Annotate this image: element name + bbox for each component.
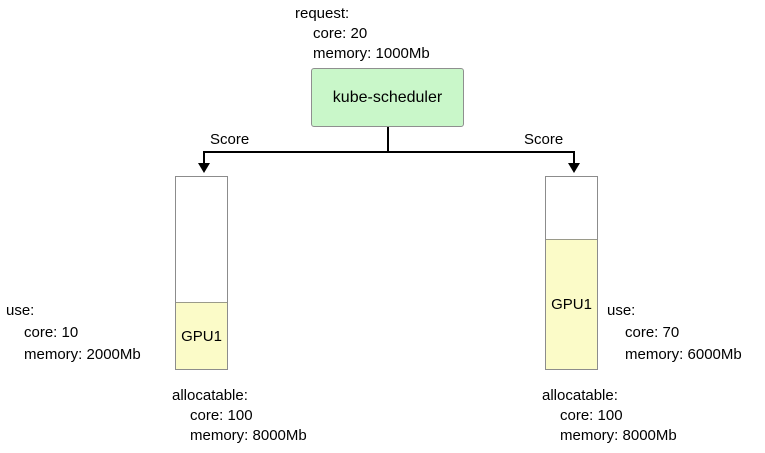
request-block: request: core: 20 memory: 1000Mb — [295, 4, 430, 64]
allocatable-core: core: 100 — [190, 407, 253, 424]
use-memory: memory: 6000Mb — [625, 346, 742, 363]
use-core: core: 70 — [625, 324, 680, 341]
allocatable-memory: memory: 8000Mb — [190, 427, 307, 444]
score-label-right: Score — [524, 131, 564, 148]
node-right: GPU1 — [545, 176, 598, 370]
gpu-label: GPU1 — [551, 296, 592, 313]
node-right-gpu-segment: GPU1 — [546, 239, 597, 369]
use-title: use: — [607, 302, 636, 319]
use-title: use: — [6, 302, 35, 319]
allocatable-memory: memory: 8000Mb — [560, 427, 677, 444]
node-left-use-block: use: core: 10 memory: 2000Mb — [6, 300, 141, 366]
request-title: request: — [295, 5, 350, 22]
gpu-label: GPU1 — [181, 327, 222, 345]
connector-stem — [387, 127, 389, 152]
node-left: GPU1 — [175, 176, 228, 370]
connector-left-drop — [203, 151, 205, 166]
node-right-use-block: use: core: 70 memory: 6000Mb — [607, 300, 742, 366]
allocatable-title: allocatable: — [542, 387, 618, 404]
arrowhead-down-left-icon — [198, 163, 210, 173]
node-right-allocatable-block: allocatable: core: 100 memory: 8000Mb — [542, 386, 677, 446]
score-label-left: Score — [210, 131, 250, 148]
kube-scheduler-node: kube-scheduler — [311, 68, 464, 127]
node-left-gpu-segment: GPU1 — [176, 302, 227, 369]
request-core: core: 20 — [313, 25, 368, 42]
use-core: core: 10 — [24, 324, 79, 341]
request-memory: memory: 1000Mb — [313, 45, 430, 62]
connector-crossbar — [203, 151, 575, 153]
allocatable-title: allocatable: — [172, 387, 248, 404]
arrowhead-down-right-icon — [568, 163, 580, 173]
allocatable-core: core: 100 — [560, 407, 623, 424]
node-left-allocatable-block: allocatable: core: 100 memory: 8000Mb — [172, 386, 307, 446]
kube-scheduler-label: kube-scheduler — [332, 88, 443, 106]
use-memory: memory: 2000Mb — [24, 346, 141, 363]
connector-right-drop — [573, 151, 575, 166]
